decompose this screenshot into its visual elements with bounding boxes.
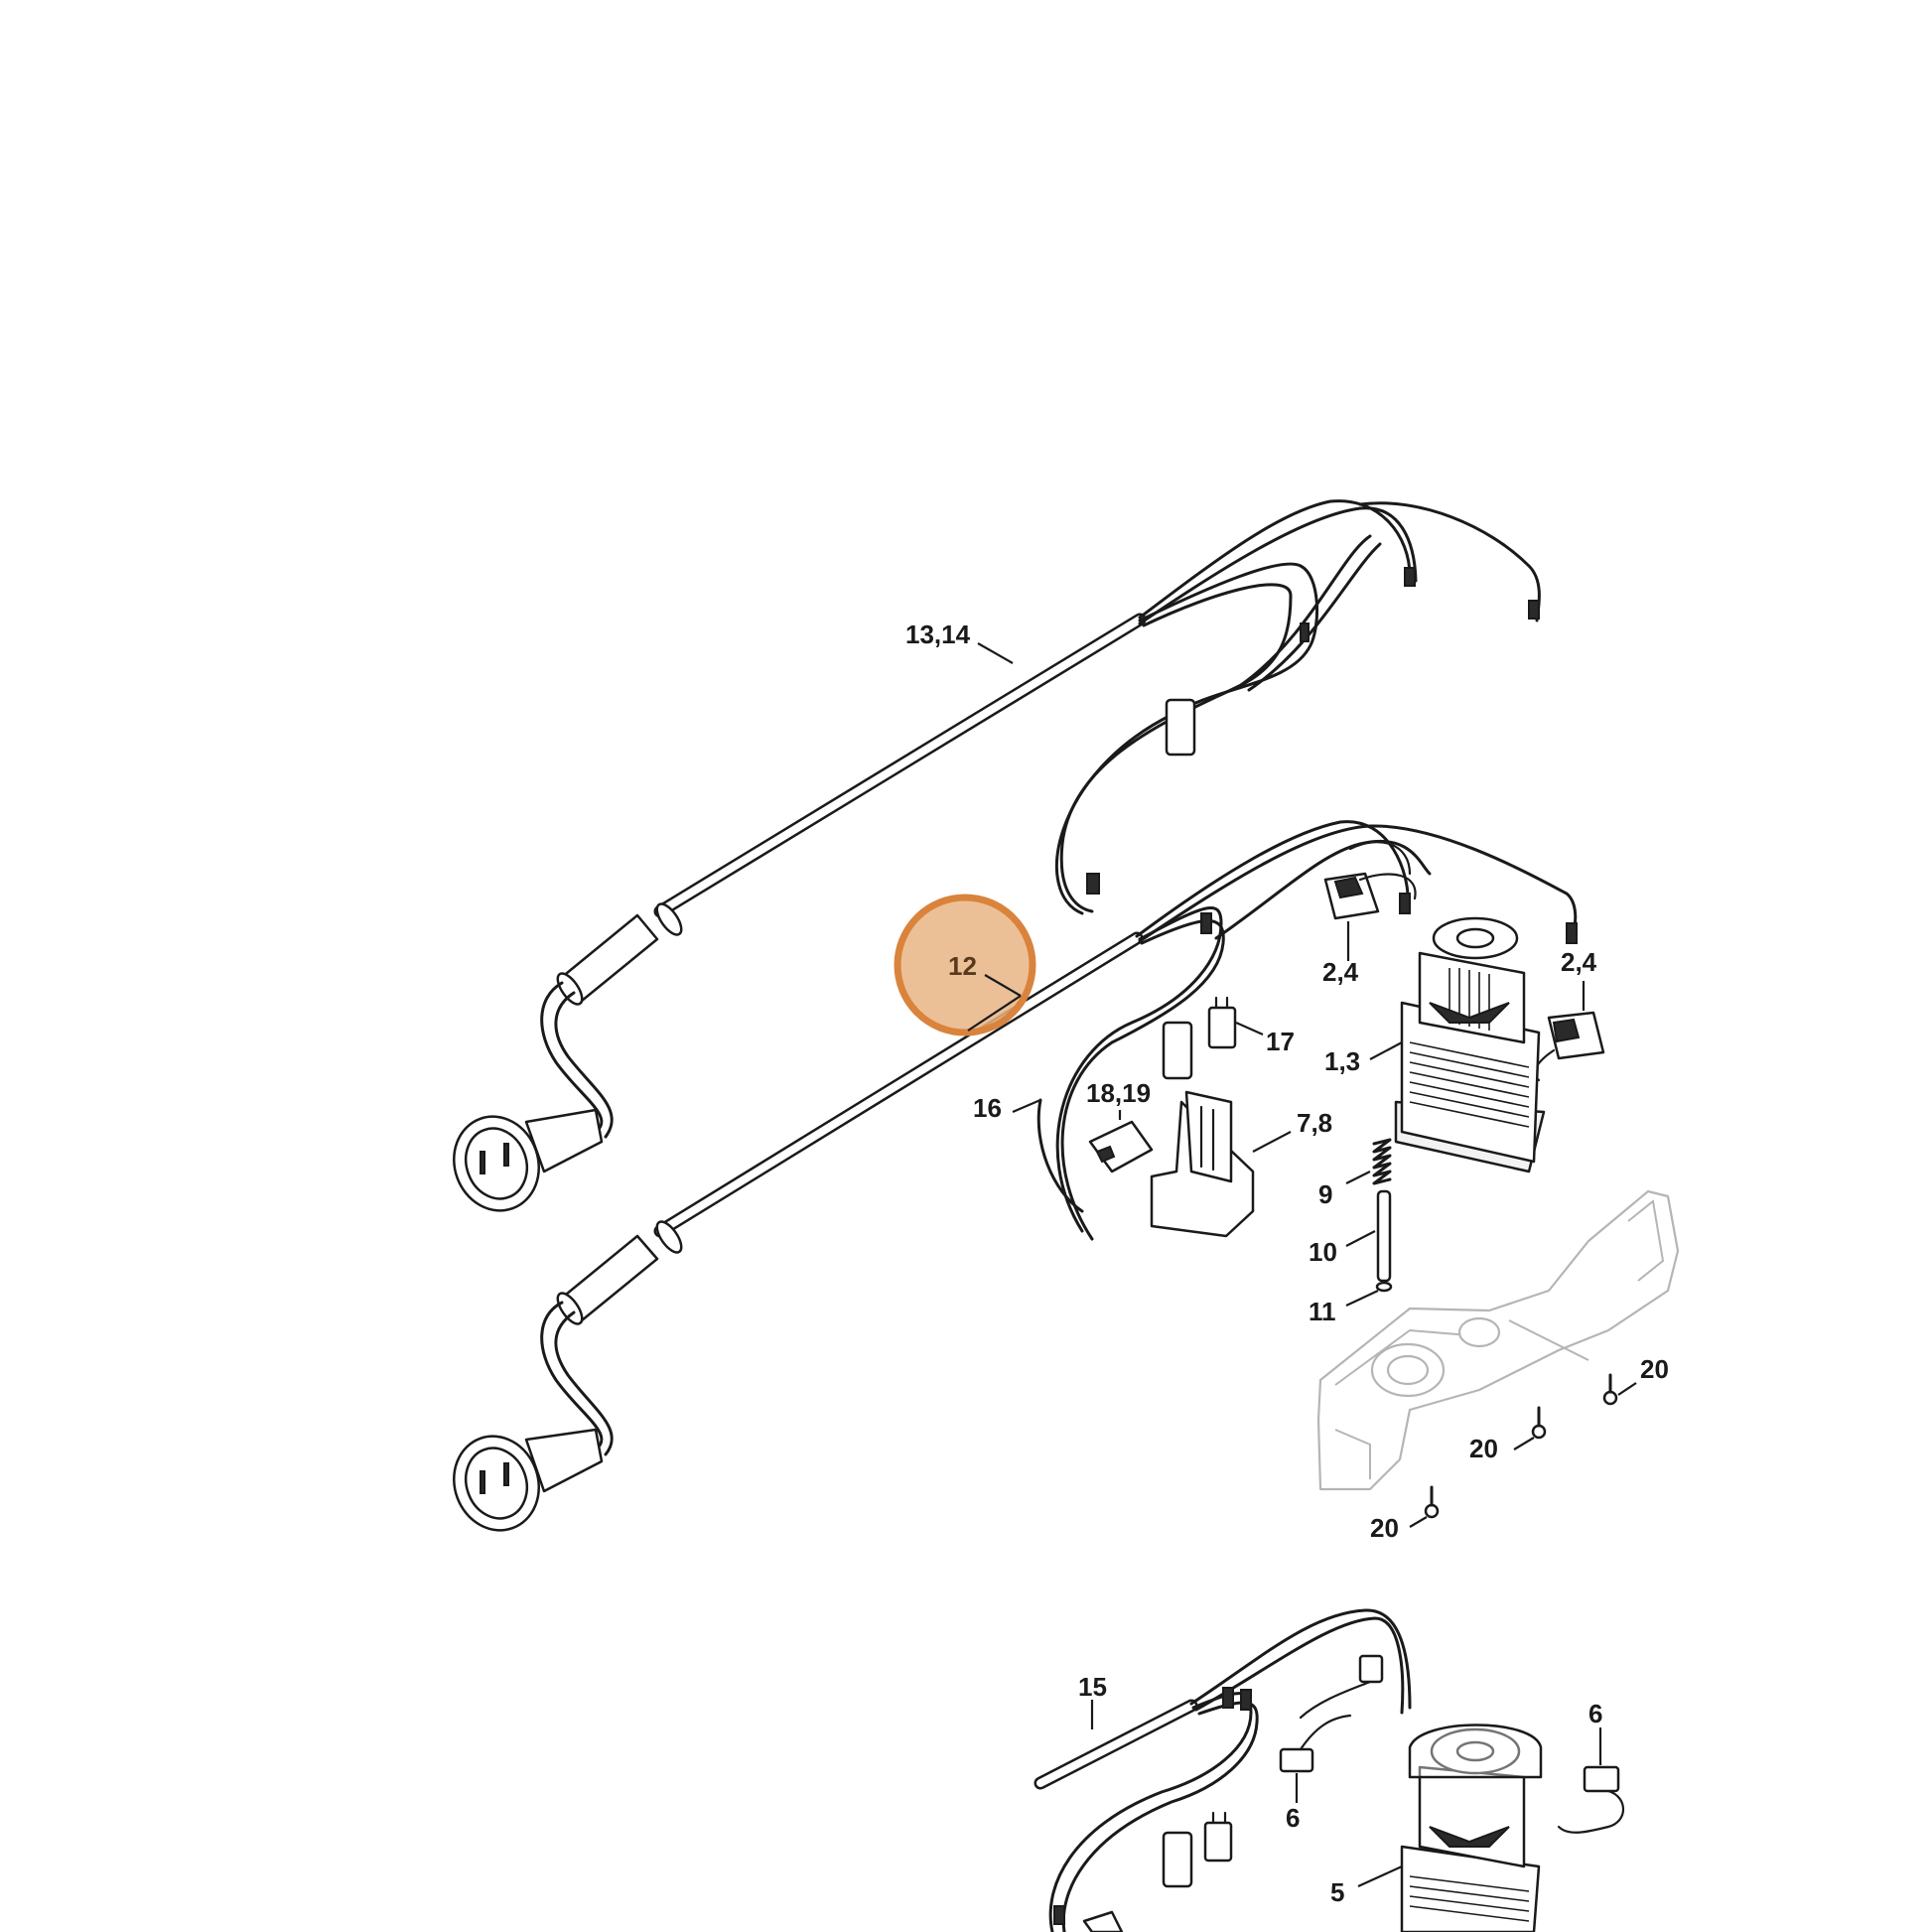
harness-16: 16 [973, 1093, 1084, 1213]
screw-20-c: 20 [1370, 1485, 1440, 1543]
bracket-7-8: 7,8 [1150, 1090, 1332, 1238]
connector-bottom [1053, 1905, 1124, 1932]
pin-10: 10 [1309, 1189, 1392, 1283]
label-6-top: 6 [1588, 1699, 1602, 1728]
motor-housing [1316, 1189, 1680, 1491]
brush-holder-6-top: 6 [1557, 1699, 1624, 1834]
capacitor-bottom [1162, 1811, 1233, 1888]
label-18-19: 18,19 [1086, 1078, 1151, 1108]
label-16: 16 [973, 1093, 1002, 1123]
label-20-a: 20 [1640, 1354, 1669, 1384]
motor-5: 5 [1330, 1724, 1543, 1932]
label-5: 5 [1330, 1877, 1344, 1907]
label-17: 17 [1266, 1027, 1295, 1056]
label-15: 15 [1078, 1672, 1107, 1702]
label-9: 9 [1318, 1179, 1332, 1209]
plug-icon [453, 1428, 604, 1532]
screw-20-b: 20 [1469, 1406, 1547, 1463]
label-1-3: 1,3 [1324, 1046, 1360, 1076]
label-13-14: 13,14 [905, 620, 971, 649]
screw-20-a: 20 [1602, 1354, 1669, 1406]
stator-coil-5 [1409, 1875, 1530, 1922]
plug-icon [453, 1108, 604, 1212]
motor-1-3: 1,3 [1324, 916, 1546, 1173]
highlight-callout-12[interactable]: 12 [894, 894, 1036, 1036]
label-11: 11 [1309, 1297, 1336, 1326]
switch-18-19: 18,19 [1086, 1078, 1154, 1173]
label-2-4-left: 2,4 [1322, 957, 1359, 987]
brush-holder-6-mid: 6 [1279, 1714, 1352, 1833]
power-cord-13-14: 13,14 [453, 499, 1541, 1212]
stator-coil [1409, 1041, 1530, 1128]
label-10: 10 [1309, 1237, 1337, 1267]
spring-9: 9 [1318, 1138, 1392, 1209]
capacitor-17: 17 [1162, 996, 1295, 1080]
label-2-4-right: 2,4 [1561, 947, 1597, 977]
brush-holder-right: 2,4 [1533, 947, 1605, 1082]
label-12: 12 [948, 951, 977, 981]
screw-11: 11 [1309, 1281, 1393, 1326]
brush-holder-left: 2,4 [1322, 872, 1417, 987]
label-20-b: 20 [1469, 1434, 1498, 1463]
label-6-mid: 6 [1286, 1803, 1300, 1833]
cable-15: 15 [1034, 1608, 1412, 1932]
label-7-8: 7,8 [1297, 1108, 1332, 1138]
label-20-c: 20 [1370, 1513, 1399, 1543]
power-cord-12 [453, 820, 1578, 1532]
